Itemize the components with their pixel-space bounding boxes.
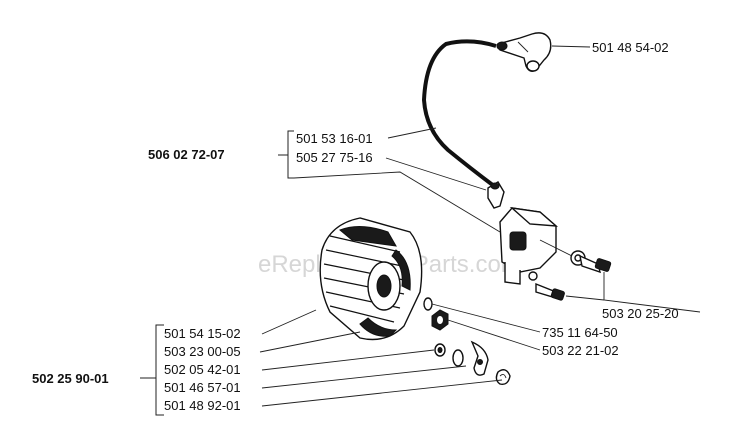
label-wire: 501 53 16-01 [296,131,373,146]
label-spring: 501 48 92-01 [164,398,241,413]
leader-flywheel [261,309,317,335]
flat-washer[interactable] [434,343,446,357]
leader-washer2 [261,349,435,371]
leader-cap [551,45,591,48]
module-screw-2[interactable] [535,282,565,301]
leader-pawl [261,365,467,389]
leader-flywheel2 [259,331,361,353]
leader-spring [261,379,503,407]
label-cap: 501 48 54-02 [592,40,669,55]
ignition-wire[interactable] [421,39,497,188]
leader-wire [387,127,437,139]
terminal-connector[interactable] [487,181,505,209]
bracket-upper [278,130,294,179]
pawl-spring[interactable] [495,369,511,386]
assembly-label-upper: 506 02 72-07 [148,147,225,162]
washer[interactable] [423,297,433,311]
leader-module [293,171,501,233]
flywheel[interactable] [319,217,423,341]
label-screws: 503 20 25-20 [602,306,679,321]
label-pawl: 501 46 57-01 [164,380,241,395]
module-screw-1[interactable] [579,254,612,274]
leader-washer [431,303,541,333]
leader-nut [447,319,541,351]
ignition-module[interactable] [499,206,586,285]
spring-washer[interactable] [452,349,464,367]
label-flywheel: 501 54 15-02 [164,326,241,341]
leader-terminal [385,157,487,191]
label-washer2: 502 05 42-01 [164,362,241,377]
label-terminal: 505 27 75-16 [296,150,373,165]
bracket-lower [140,324,164,416]
label-nut: 503 22 21-02 [542,343,619,358]
spark-plug-cap[interactable] [496,32,552,73]
assembly-label-lower: 502 25 90-01 [32,371,109,386]
label-flywheel2: 503 23 00-05 [164,344,241,359]
nut[interactable] [431,309,449,331]
leader-screws-b [565,295,605,301]
starter-pawl[interactable] [470,340,489,376]
label-washer: 735 11 64-50 [542,325,618,340]
